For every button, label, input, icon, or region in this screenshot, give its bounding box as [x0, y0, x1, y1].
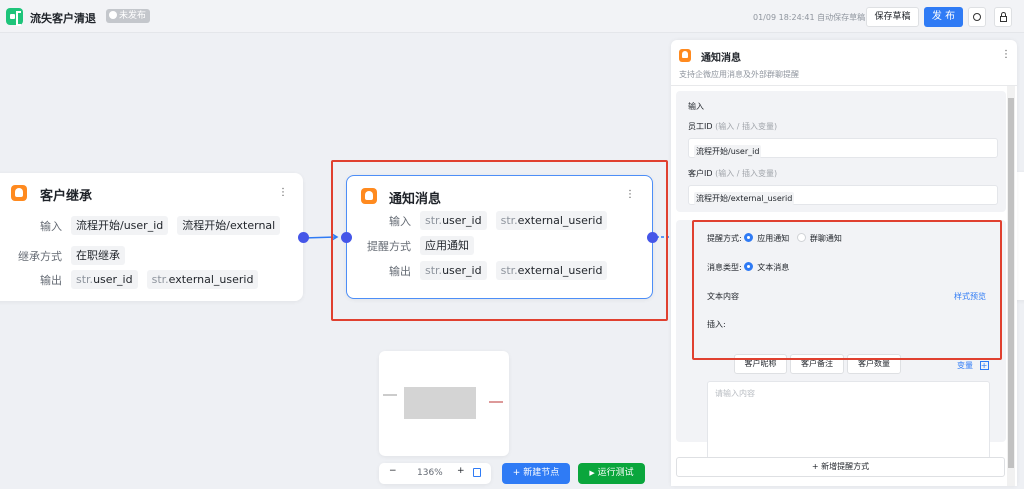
- flow-title: 流失客户清退: [30, 12, 96, 25]
- input-chip: 流程开始/user_id: [71, 216, 169, 235]
- input-label: 输入: [40, 219, 62, 233]
- minimap-node: [383, 394, 397, 396]
- output-port[interactable]: [298, 232, 309, 243]
- highlight-box: [692, 220, 1002, 360]
- top-bar: 流失客户清退 未发布 01/09 18:24:41 自动保存草稿 保存草稿 发 …: [0, 0, 1024, 33]
- info-icon: [109, 11, 117, 19]
- method-label: 提醒方式: [367, 239, 411, 253]
- zoom-in-button[interactable]: +: [457, 466, 465, 476]
- zoom-out-button[interactable]: −: [389, 466, 397, 476]
- input-chip: str.user_id: [420, 211, 487, 230]
- app-logo-icon: [6, 8, 23, 26]
- content-textarea[interactable]: 请输入内容: [707, 381, 990, 469]
- output-chip: str.external_userid: [146, 270, 259, 289]
- content-placeholder: 请输入内容: [715, 389, 755, 398]
- user-icon: [11, 185, 27, 201]
- more-icon[interactable]: ⋮: [1001, 49, 1011, 60]
- customer-id-input[interactable]: 流程开始/external_userid: [688, 185, 998, 205]
- bell-icon: [679, 49, 691, 62]
- status-badge: 未发布: [106, 9, 151, 23]
- minimap-node: [489, 401, 503, 403]
- panel-subtitle: 支持企微应用消息及外部群聊提醒: [679, 70, 799, 79]
- content-label: 文本内容: [707, 292, 739, 301]
- run-test-button[interactable]: ▶ 运行测试: [578, 463, 645, 484]
- output-chip: str.user_id: [420, 261, 487, 280]
- play-icon: ▶: [589, 469, 595, 477]
- variable-button[interactable]: 变量 +: [957, 361, 989, 370]
- panel-title: 通知消息: [701, 53, 741, 64]
- input-port[interactable]: [341, 232, 352, 243]
- style-preview-link[interactable]: 样式预览: [954, 292, 986, 301]
- employee-id-input[interactable]: 流程开始/user_id: [688, 138, 998, 158]
- fit-view-icon[interactable]: [473, 468, 481, 477]
- history-button[interactable]: [968, 7, 986, 27]
- msg-type-row: 消息类型: 文本消息: [707, 262, 790, 272]
- more-icon[interactable]: ⋮: [625, 189, 635, 200]
- clock-icon: [973, 13, 981, 21]
- input-chip: 流程开始/external: [177, 216, 281, 235]
- zoom-level: 136%: [417, 468, 443, 478]
- publish-button[interactable]: 发 布: [924, 7, 963, 27]
- input-label: 输入: [389, 214, 411, 228]
- node-title: 通知消息: [389, 192, 442, 207]
- node-card-inherit[interactable]: 客户继承 ⋮ 输入流程开始/user_id 流程开始/external 继承方式在…: [0, 173, 303, 301]
- radio-text-msg[interactable]: 文本消息: [744, 262, 789, 272]
- insert-label: 插入:: [707, 320, 726, 329]
- method-label: 继承方式: [18, 249, 62, 263]
- customer-id-label: 客户ID (输入 / 插入变量): [688, 169, 778, 178]
- autosave-status: 01/09 18:24:41 自动保存草稿: [753, 13, 866, 22]
- method-chip: 在职继承: [71, 246, 125, 265]
- properties-panel: 通知消息 ⋮ 支持企微应用消息及外部群聊提醒 输入 员工ID (输入 / 插入变…: [671, 40, 1017, 486]
- method-chip: 应用通知: [420, 236, 474, 255]
- remind-method-row: 提醒方式: 应用通知 群聊通知: [707, 233, 842, 243]
- highlight-box: [331, 160, 668, 321]
- minimap[interactable]: [379, 351, 509, 456]
- output-port[interactable]: [647, 232, 658, 243]
- scrollbar-thumb[interactable]: [1008, 98, 1014, 468]
- panel-scrollbar[interactable]: [1007, 86, 1015, 486]
- radio-app-notify[interactable]: 应用通知: [744, 233, 789, 243]
- node-title: 客户继承: [40, 189, 93, 204]
- output-chip: str.external_userid: [495, 261, 608, 280]
- save-draft-button[interactable]: 保存草稿: [866, 7, 919, 27]
- section-label: 输入: [688, 102, 704, 111]
- output-label: 输出: [389, 264, 411, 278]
- lock-icon: [1000, 12, 1007, 22]
- output-label: 输出: [40, 273, 62, 287]
- new-node-button[interactable]: + 新建节点: [502, 463, 570, 484]
- bell-icon: [361, 188, 377, 204]
- output-chip: str.user_id: [71, 270, 138, 289]
- more-icon[interactable]: ⋮: [278, 187, 288, 198]
- status-text: 未发布: [119, 11, 147, 21]
- zoom-controls: − 136% +: [379, 463, 491, 484]
- radio-group-notify[interactable]: 群聊通知: [796, 233, 842, 243]
- arrow-icon: [331, 233, 339, 241]
- employee-id-label: 员工ID (输入 / 插入变量): [688, 122, 778, 131]
- add-remind-method-button[interactable]: + 新增提醒方式: [676, 457, 1005, 477]
- lock-button[interactable]: [994, 7, 1012, 27]
- minimap-viewport[interactable]: [404, 387, 476, 419]
- input-section: 输入 员工ID (输入 / 插入变量) 流程开始/user_id 客户ID (输…: [676, 91, 1006, 212]
- plus-square-icon: +: [979, 361, 989, 370]
- input-chip: str.external_userid: [495, 211, 608, 230]
